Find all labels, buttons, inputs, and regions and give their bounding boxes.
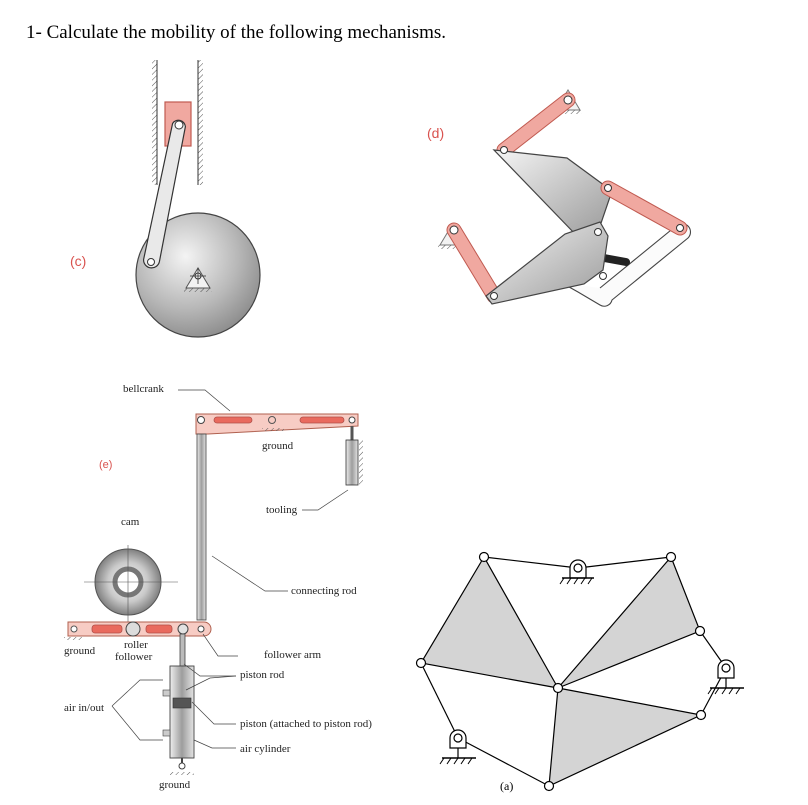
label-follower: follower <box>115 651 153 663</box>
ternary-link-bottom <box>548 687 703 787</box>
rocker-link-d <box>601 181 687 235</box>
tooling-block <box>345 439 359 486</box>
crank-link-d-lower <box>447 223 501 303</box>
piston-rod <box>179 633 186 667</box>
figure-e-cam-machine: bellcrank ground tooling cam connecting … <box>64 383 372 791</box>
label-ground-left: ground <box>64 645 96 657</box>
label-air-cylinder: air cylinder <box>240 743 291 755</box>
air-cylinder <box>169 665 195 759</box>
pin-joint-icon <box>594 228 602 236</box>
ground-pivot-icon <box>268 416 276 424</box>
binary-links <box>420 556 727 787</box>
pin-joint-icon <box>197 625 205 633</box>
label-follower-arm: follower arm <box>264 649 322 661</box>
label-bellcrank: bellcrank <box>123 383 164 395</box>
piston <box>172 697 192 709</box>
label-roller: roller <box>124 639 148 651</box>
slider-pad-d <box>600 254 630 266</box>
connecting-rod-c <box>142 119 187 269</box>
crank-link-d-upper <box>497 93 575 157</box>
bellcrank-slot <box>299 416 345 424</box>
pin-joint-icon <box>490 292 498 300</box>
figure-c-slider-crank <box>135 60 261 338</box>
leader-lines <box>111 389 349 749</box>
ternary-link-right <box>557 555 701 689</box>
slider-guide-walls <box>152 60 203 185</box>
pin-joint-icon <box>177 623 189 635</box>
label-air-in-out: air in/out <box>64 702 104 714</box>
air-port <box>162 689 171 697</box>
upper-ternary-plate <box>492 149 613 237</box>
label-ground-bottom: ground <box>159 779 191 791</box>
figure-c-tag: (c) <box>70 253 87 269</box>
pin-joint-icon <box>147 258 155 266</box>
pin-joint-icon <box>599 272 607 280</box>
pin-joint-icon <box>604 184 612 192</box>
label-cam: cam <box>121 516 140 528</box>
pin-joint-icon <box>348 416 356 424</box>
label-piston: piston (attached to piston rod) <box>240 718 372 730</box>
pin-joint-icon <box>676 224 684 232</box>
figure-d-six-bar <box>438 89 692 307</box>
ground-pivot-icon <box>70 625 78 633</box>
roller-follower <box>125 621 141 637</box>
pin-joint-icon <box>500 146 508 154</box>
label-ground-top: ground <box>262 440 294 452</box>
label-connecting-rod: connecting rod <box>291 585 357 597</box>
figure-a-tag: (a) <box>500 779 513 793</box>
question-heading: 1- Calculate the mobility of the followi… <box>26 22 447 43</box>
figure-d-tag: (d) <box>427 125 445 141</box>
figure-e-tag: (e) <box>99 459 113 471</box>
lower-ternary-plate <box>485 221 609 305</box>
pin-joint-icon <box>449 225 459 235</box>
bellcrank-slot <box>213 416 253 424</box>
figure-a-linkage: (a) <box>415 551 744 793</box>
ternary-link-left <box>420 555 560 689</box>
connecting-rod-e <box>196 433 207 621</box>
revolute-joints <box>415 551 731 792</box>
pin-joint-icon <box>174 120 184 130</box>
ground-pivot-icon <box>184 267 212 292</box>
air-port <box>162 729 171 737</box>
pin-joint-icon <box>197 416 205 424</box>
label-tooling: tooling <box>266 504 298 516</box>
pin-joint-icon <box>563 95 573 105</box>
label-piston-rod: piston rod <box>240 669 285 681</box>
